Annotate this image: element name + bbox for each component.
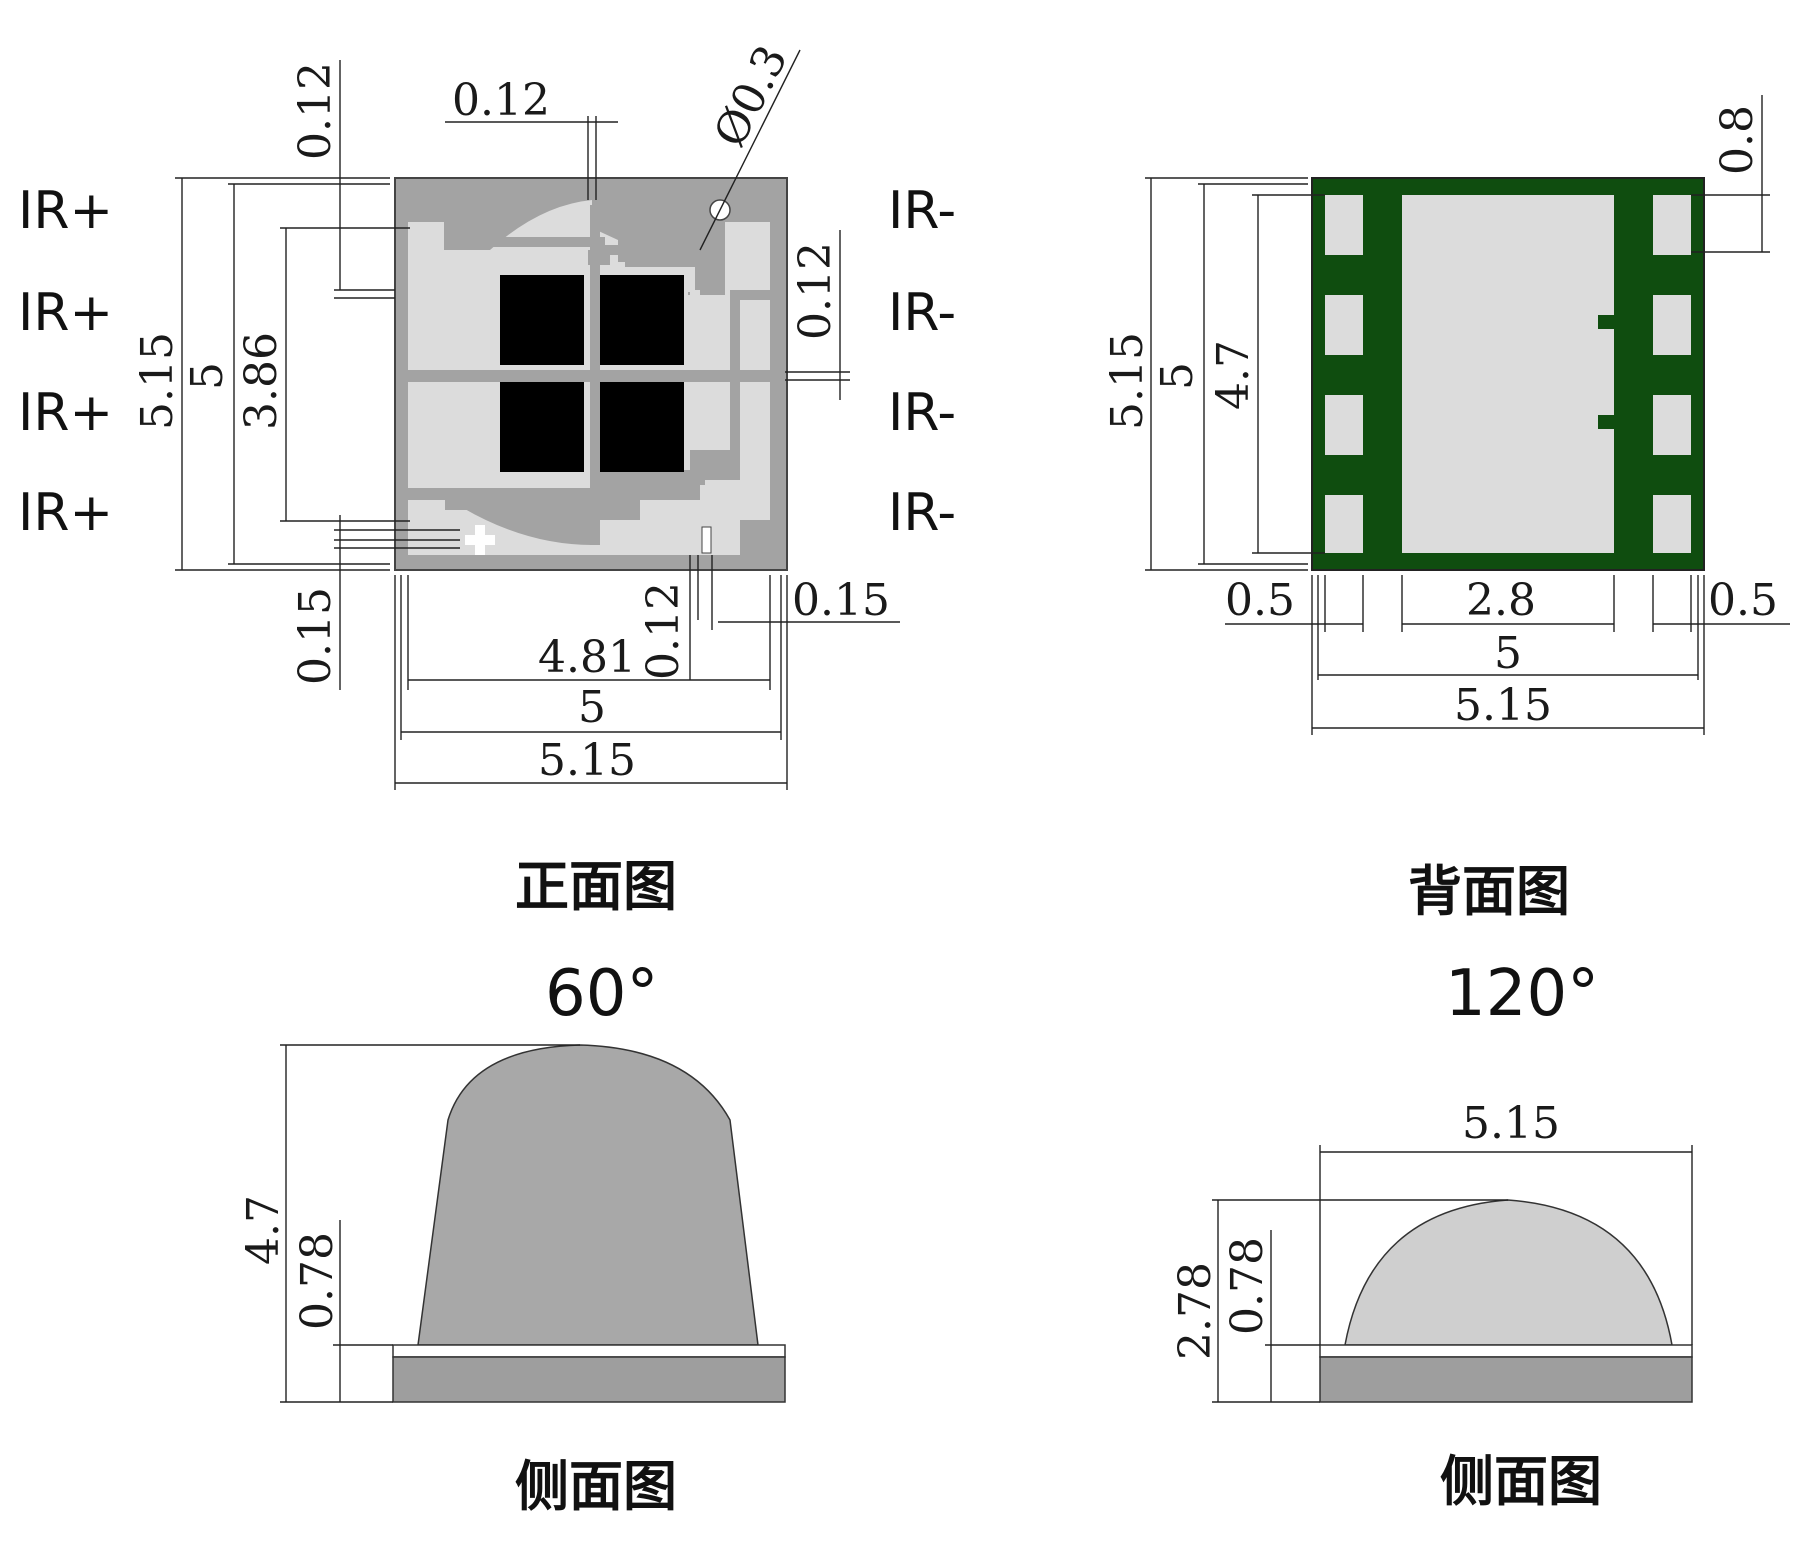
back-dim-inner-width: 5 — [1494, 628, 1522, 679]
back-center-notch-2 — [1598, 415, 1614, 429]
front-dim-inner-height: 5 — [182, 362, 233, 390]
side120-lens — [1344, 1199, 1673, 1346]
side120-caption: 侧面图 — [1440, 1450, 1602, 1513]
side60-dim-base-height: 0.78 — [292, 1232, 343, 1330]
front-caption: 正面图 — [515, 855, 677, 918]
front-pin-left-1: IR+ — [18, 181, 113, 241]
front-chip-4 — [600, 382, 684, 472]
side120-angle: 120° — [1445, 957, 1599, 1031]
side120-dim-width: 5.15 — [1462, 1098, 1560, 1149]
front-dim-top-gap: 0.12 — [290, 62, 341, 160]
side120-dimension-lines — [1212, 1145, 1693, 1403]
side120-base — [1319, 1356, 1693, 1403]
front-dim-bottom-gap-right: 0.15 — [792, 575, 890, 626]
front-pin-right-4: IR- — [888, 483, 956, 543]
front-minus-marker — [701, 526, 712, 554]
side60-dimension-lines — [280, 1044, 580, 1403]
back-dim-pad-height: 4.7 — [1208, 340, 1259, 410]
front-pin-left-4: IR+ — [18, 483, 113, 543]
front-chip-2 — [600, 275, 684, 365]
side60-caption: 侧面图 — [515, 1455, 677, 1518]
side-view-120: 120° 5.15 2.78 0.78 侧面图 — [1170, 957, 1693, 1513]
back-center-pad — [1402, 195, 1614, 553]
back-pad-right-3 — [1653, 395, 1691, 455]
back-dim-inner-height: 5 — [1152, 362, 1203, 390]
side60-lens — [417, 1044, 759, 1346]
front-view: IR+ IR+ IR+ IR+ IR- IR- IR- IR- 0.12 0.1… — [18, 37, 956, 918]
front-pin-right-2: IR- — [888, 283, 956, 343]
front-plus-marker — [465, 525, 495, 555]
back-view: 0.8 5.15 5 4.7 0.5 2.8 0.5 5 5.15 背面图 — [1102, 95, 1790, 923]
front-dim-outer-height: 5.15 — [132, 332, 183, 430]
side60-dim-total-height: 4.7 — [238, 1195, 289, 1265]
front-pad-corner-bl — [408, 515, 444, 555]
back-caption: 背面图 — [1408, 860, 1570, 923]
front-dim-bottom-gap-left: 0.15 — [290, 587, 341, 685]
back-dim-right-pad: 0.5 — [1708, 575, 1778, 626]
side120-dim-base-height: 0.78 — [1222, 1237, 1273, 1335]
back-dim-top-pad: 0.8 — [1712, 105, 1763, 175]
side-view-60: 60° 4.7 0.78 侧面图 — [238, 957, 786, 1518]
side120-base-top — [1319, 1344, 1693, 1358]
front-dim-inner-width: 5 — [578, 682, 606, 733]
back-pad-left-4 — [1325, 495, 1363, 553]
front-dim-pad-width: 4.81 — [538, 632, 636, 683]
front-dim-right-gap: 0.12 — [790, 242, 841, 340]
front-pin-left-2: IR+ — [18, 283, 113, 343]
side60-angle: 60° — [545, 957, 658, 1031]
back-center-notch-1 — [1598, 315, 1614, 329]
back-dim-outer-height: 5.15 — [1102, 332, 1153, 430]
back-pad-left-3 — [1325, 395, 1363, 455]
back-pad-right-2 — [1653, 295, 1691, 355]
front-pad-corner-tl — [408, 222, 444, 258]
front-dim-trace-gap: 0.12 — [452, 75, 550, 126]
back-pad-right-4 — [1653, 495, 1691, 553]
front-dim-bottom-gap-mid: 0.12 — [638, 582, 689, 680]
front-dimension-lines — [175, 49, 900, 790]
side60-base-top — [392, 1344, 786, 1358]
back-pad-left-2 — [1325, 295, 1363, 355]
front-pin-right-3: IR- — [888, 383, 956, 443]
side60-base — [392, 1356, 786, 1403]
back-dim-center-pad: 2.8 — [1466, 575, 1536, 626]
back-dimension-lines — [1145, 95, 1790, 735]
front-dim-outer-width: 5.15 — [538, 735, 636, 786]
back-dim-outer-width: 5.15 — [1454, 680, 1552, 731]
back-pad-left-1 — [1325, 195, 1363, 255]
front-trace-bottom — [445, 455, 705, 510]
front-dim-pad-height: 3.86 — [236, 332, 287, 430]
front-pin-left-3: IR+ — [18, 383, 113, 443]
front-pad-right-col — [740, 300, 770, 520]
back-dim-left-pad: 0.5 — [1225, 575, 1295, 626]
front-dim-hole: Ø0.3 — [704, 37, 798, 155]
side120-dim-total-height: 2.78 — [1170, 1262, 1221, 1360]
front-chip-3 — [500, 382, 584, 472]
front-chip-1 — [500, 275, 584, 365]
back-pad-right-1 — [1653, 195, 1691, 255]
front-pin-right-1: IR- — [888, 181, 956, 241]
